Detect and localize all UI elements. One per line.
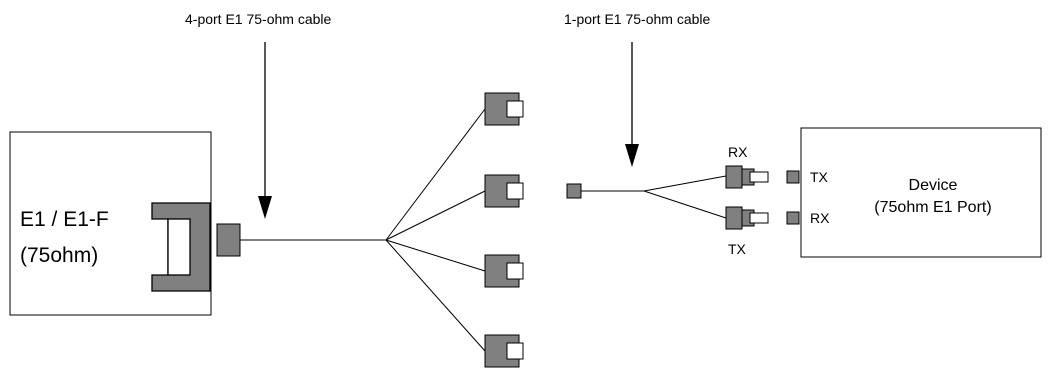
device-tx-port [786,170,800,184]
e1-unit-title: E1 / E1-F [20,208,109,231]
branch-connector [484,254,524,288]
tx-bnc-connector [725,206,769,230]
e1-unit-subtitle: (75ohm) [20,244,98,267]
device-box: TX RX Device (75ohm E1 Port) [800,127,1042,258]
e1-unit-port-opening [167,218,191,276]
rx-connector-label: RX [728,144,748,160]
four-port-cable-arrow [258,42,272,219]
one-port-cable-label: 1-port E1 75-ohm cable [564,11,711,27]
four-port-cable-label: 4-port E1 75-ohm cable [185,11,332,27]
tx-connector-label: TX [728,241,747,257]
one-port-cable-arrow [625,42,639,167]
one-port-cable-split [643,175,727,219]
rx-bnc-connector [725,165,769,189]
device-title: Device [909,177,958,194]
four-port-cable-plug [216,223,241,257]
device-rx-port [786,211,800,225]
branch-connector [484,92,524,126]
device-tx-port-label: TX [810,169,829,185]
branch-connector [484,334,524,368]
four-port-cable-branches [385,108,486,352]
device-subtitle: (75ohm E1 Port) [874,199,991,216]
device-rx-port-label: RX [810,210,830,226]
one-port-cable-plug [566,183,582,199]
branch-connector [484,174,524,208]
